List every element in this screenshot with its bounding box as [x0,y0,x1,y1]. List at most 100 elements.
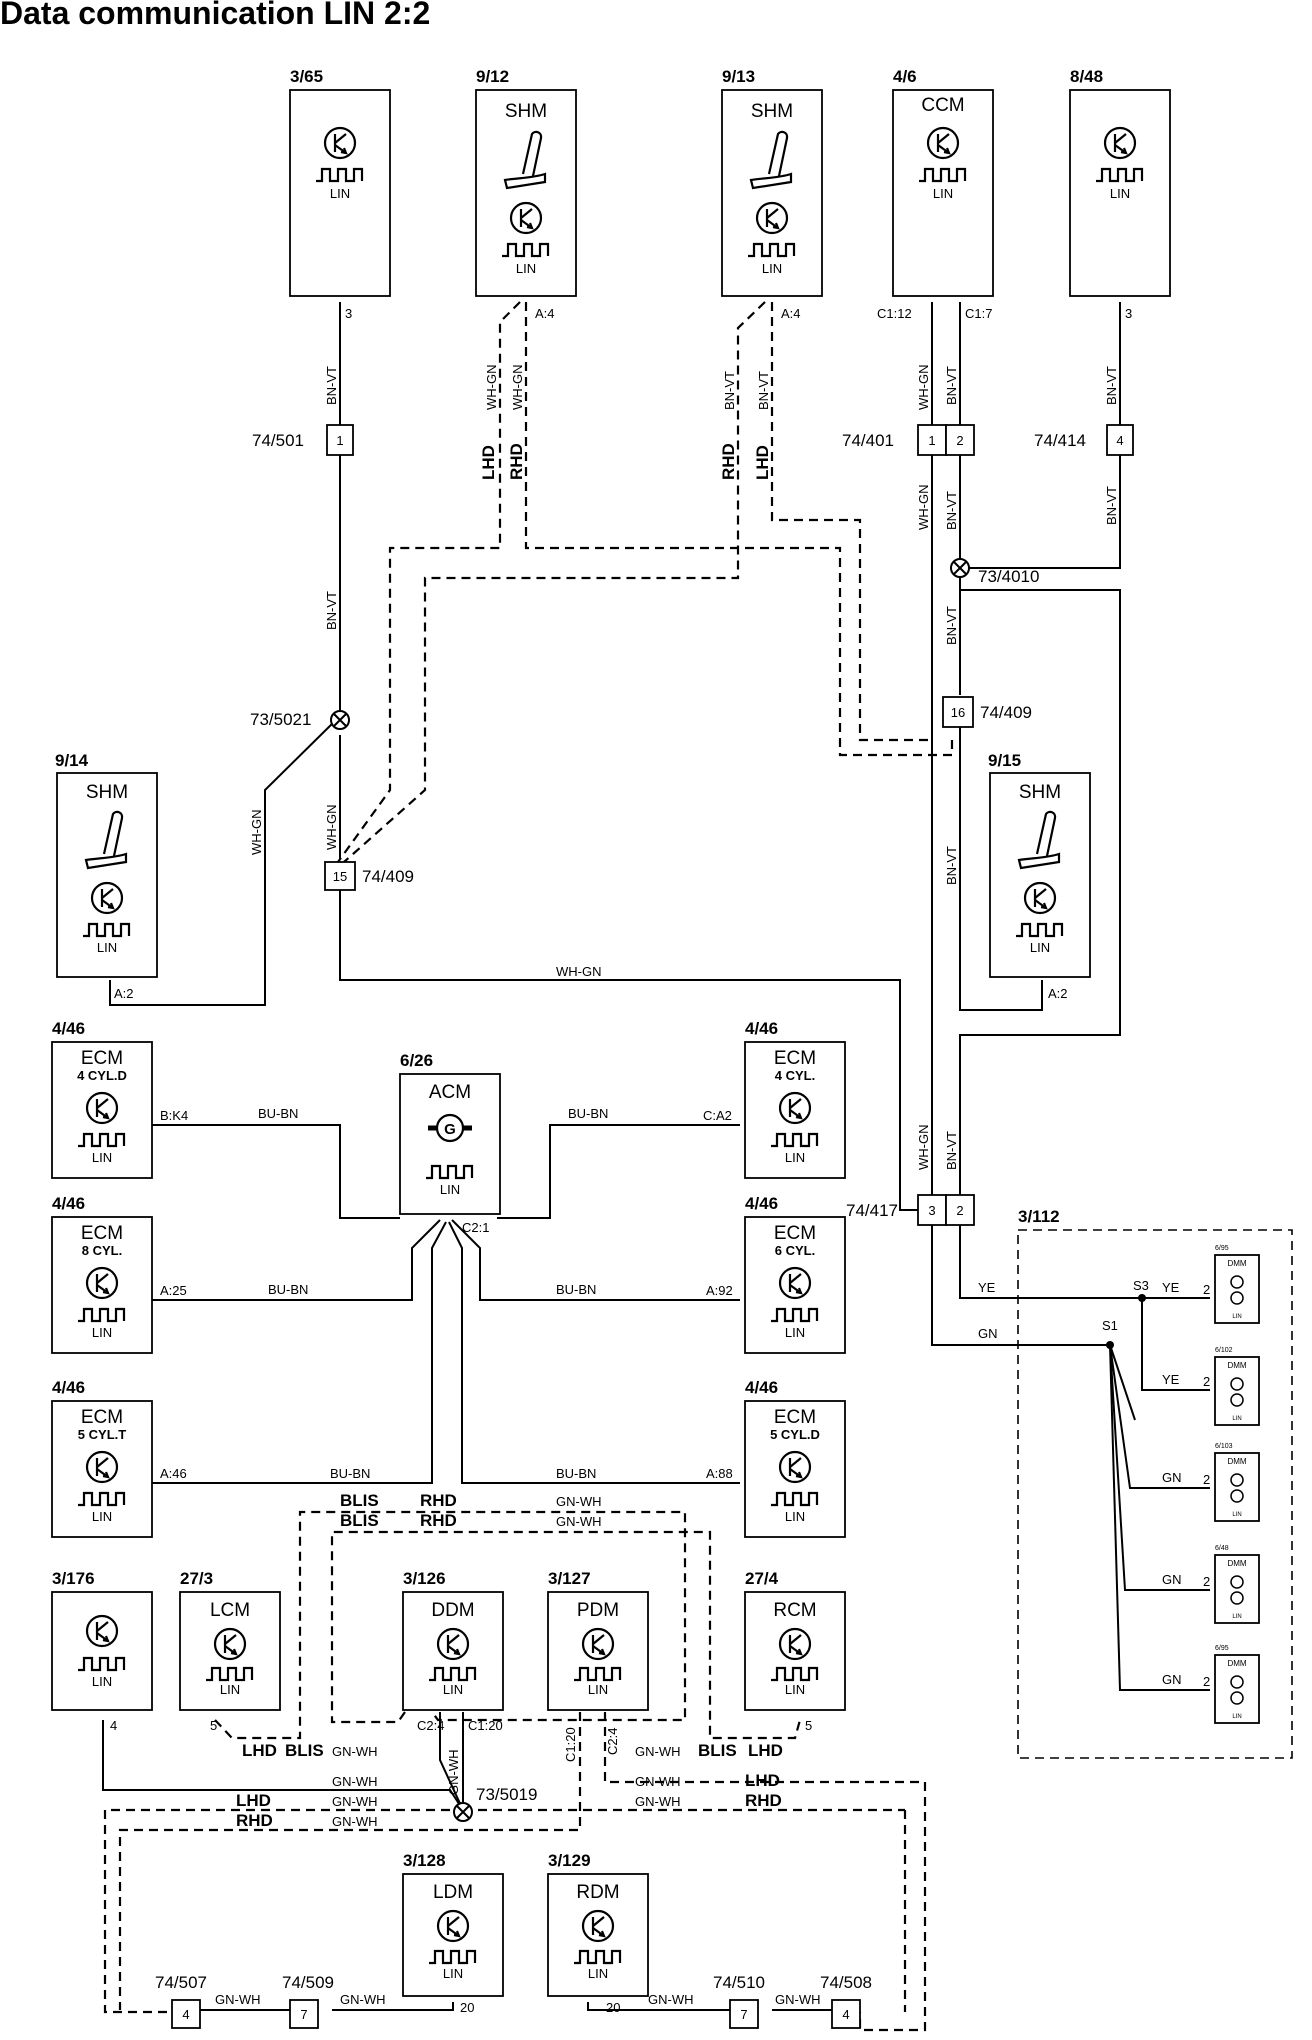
svg-text:WH-GN: WH-GN [484,365,499,411]
svg-text:ECM: ECM [774,1223,816,1244]
generator-icon: G [428,1113,472,1143]
svg-text:WH-GN: WH-GN [916,1125,931,1171]
svg-text:RHD: RHD [507,443,526,480]
svg-text:3/112: 3/112 [1018,1207,1060,1226]
svg-text:LHD: LHD [236,1791,271,1810]
dimmer-block-3-112: 3/112 S3 S1 6/95 DMM LIN 2 6/102 DMM LIN… [1018,1207,1260,1724]
svg-text:BN-VT: BN-VT [756,371,771,410]
splice-73-5019: 73/5019 [453,1785,537,1822]
ecm-6-cyl: 4/46 ECM 6 CYL. LIN A:92 [706,1194,846,1354]
svg-text:GN-WH: GN-WH [635,1744,681,1759]
connector-74-510: 7 74/510 [713,1973,765,2029]
module-3-176: 3/176 LIN 4 [51,1569,153,1733]
svg-text:WH-GN: WH-GN [249,810,264,856]
pin-label: 3 [1125,306,1132,321]
svg-text:73/5019: 73/5019 [476,1785,537,1804]
svg-text:LIN: LIN [92,1674,112,1689]
module-name: LCM [210,1600,250,1621]
svg-text:LIN: LIN [785,1682,805,1697]
connector-74-417: 3 2 74/417 [846,1194,975,1226]
pin-label: 4 [110,1718,117,1733]
svg-text:16: 16 [951,705,965,720]
svg-text:YE: YE [1162,1372,1180,1387]
svg-text:4: 4 [1116,433,1123,448]
svg-text:RHD: RHD [420,1491,457,1510]
svg-text:LIN: LIN [330,186,350,201]
svg-text:LIN: LIN [1232,1714,1241,1720]
svg-text:DMM: DMM [1227,1457,1246,1466]
module-3-128-ldm: 3/128 LDM LIN 20 [402,1851,504,2015]
connector-ref: 74/507 [155,1973,207,1992]
svg-text:4 CYL.D: 4 CYL.D [77,1068,127,1083]
svg-text:LHD: LHD [753,445,772,480]
pulse-wave-icon [769,1307,819,1323]
svg-text:LIN: LIN [92,1325,112,1340]
svg-text:6/103: 6/103 [1215,1443,1233,1450]
pulse-wave-icon [917,167,967,183]
svg-text:BU-BN: BU-BN [556,1282,596,1297]
connector-ref: 74/417 [846,1201,898,1220]
svg-text:ECM: ECM [81,1407,123,1428]
svg-text:WH-GN: WH-GN [916,365,931,411]
svg-text:LIN: LIN [1110,186,1130,201]
module-3-127-pdm: 3/127 PDM LIN C1:20 C2:4 [547,1569,649,1762]
svg-text:RHD: RHD [719,443,738,480]
svg-text:ECM: ECM [81,1223,123,1244]
pin-label: 20 [460,2000,474,2015]
svg-text:BN-VT: BN-VT [1104,486,1119,525]
wire-labels: BN-VT BN-VT WH-GN WH-GN WH-GN WH-GN BN-V… [215,365,1182,2008]
svg-text:GN-WH: GN-WH [332,1814,378,1829]
svg-text:BN-VT: BN-VT [1104,366,1119,405]
svg-text:8 CYL.: 8 CYL. [82,1243,122,1258]
connector-ref: 74/414 [1034,431,1086,450]
svg-text:4/46: 4/46 [745,1019,778,1038]
pin-label: 3 [345,306,352,321]
svg-text:RHD: RHD [236,1811,273,1830]
solid-wires [102,302,1210,2011]
svg-text:BLIS: BLIS [285,1741,324,1760]
pin-label: C1:12 [877,306,912,321]
pin-label: A:46 [160,1466,187,1481]
pulse-wave-icon [769,1132,819,1148]
pulse-wave-icon [81,922,131,938]
connector-74-507: 4 74/507 [155,1973,207,2029]
pulse-wave-icon [572,1949,622,1965]
svg-text:BN-VT: BN-VT [722,371,737,410]
svg-text:LIN: LIN [97,940,117,955]
svg-text:3/128: 3/128 [403,1851,446,1870]
pin-label: C2:4 [605,1728,620,1755]
svg-text:6/26: 6/26 [400,1051,433,1070]
svg-text:LIN: LIN [1232,1614,1241,1620]
svg-text:4: 4 [842,2007,849,2022]
svg-text:73/4010: 73/4010 [978,567,1039,586]
svg-text:4 CYL.: 4 CYL. [775,1068,815,1083]
dashed-wires [103,301,1293,2032]
svg-text:YE: YE [978,1280,996,1295]
svg-text:15: 15 [333,869,347,884]
svg-text:GN: GN [1162,1572,1182,1587]
dmm-item: 6/103 DMM LIN 2 [1203,1443,1260,1522]
module-name: RCM [773,1600,816,1621]
svg-text:6 CYL.: 6 CYL. [775,1243,815,1258]
module-9-14-shm: 9/14 SHM LIN A:2 [55,751,158,1001]
svg-text:3/126: 3/126 [403,1569,446,1588]
pulse-wave-icon [572,1666,622,1682]
svg-text:4/46: 4/46 [745,1378,778,1397]
svg-text:LIN: LIN [1232,1512,1241,1518]
module-name: SHM [751,101,793,122]
svg-text:GN: GN [1162,1470,1182,1485]
pin-label: C1:20 [468,1718,503,1733]
svg-text:LHD: LHD [242,1741,277,1760]
svg-text:LHD: LHD [479,445,498,480]
svg-text:7: 7 [300,2007,307,2022]
svg-text:3/127: 3/127 [548,1569,591,1588]
dmm-item: 6/102 DMM LIN 2 [1203,1347,1260,1426]
svg-text:RHD: RHD [745,1791,782,1810]
svg-text:2: 2 [1203,1282,1210,1297]
svg-text:BU-BN: BU-BN [330,1466,370,1481]
svg-text:27/4: 27/4 [745,1569,779,1588]
pulse-wave-icon [76,1656,126,1672]
svg-text:LIN: LIN [1232,1314,1241,1320]
svg-text:7: 7 [740,2007,747,2022]
